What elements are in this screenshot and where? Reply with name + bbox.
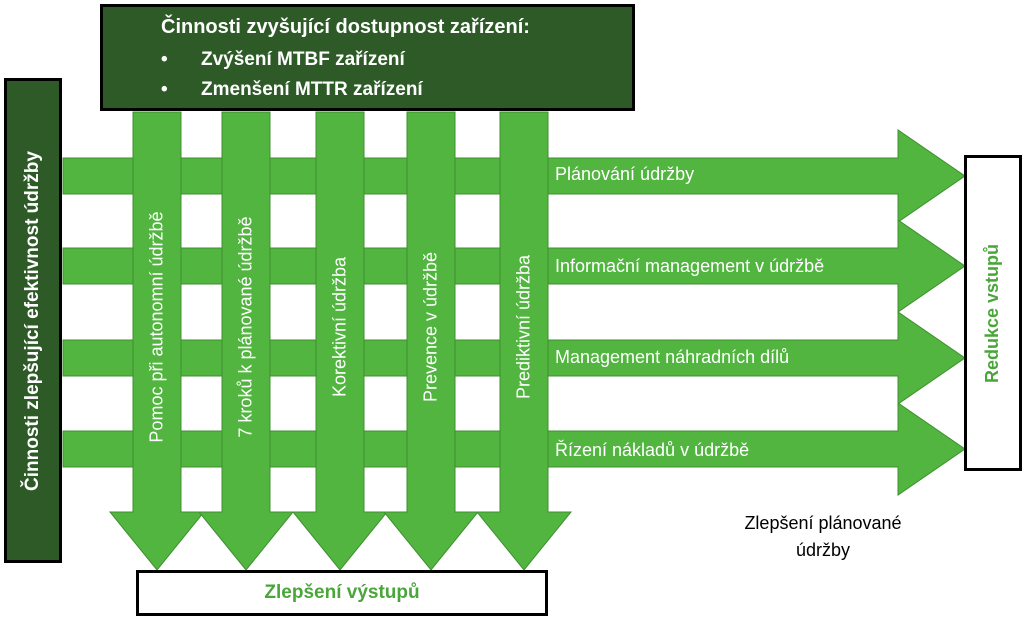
v-arrow-prediktivni-udrzba <box>475 111 573 571</box>
output-improvement-box: Zlepšení výstupů <box>136 570 548 616</box>
availability-activities-box: Činnosti zvyšující dostupnost zařízení: … <box>100 4 635 111</box>
availability-item-mttr: Zmenšení MTTR zařízení <box>161 75 632 105</box>
h-arrow-label-informacni-management: Informační management v údržbě <box>555 256 825 276</box>
h-arrow-label-management-nahradnich-dilu: Management náhradních dílů <box>555 347 790 367</box>
availability-activities-list: Zvýšení MTBF zařízení Zmenšení MTTR zaří… <box>161 45 632 105</box>
efficiency-activities-box: Činnosti zlepšující efektivnost údržby <box>4 78 62 563</box>
h-arrow-label-rizeni-nakladu: Řízení nákladů v údržbě <box>555 440 750 460</box>
h-arrow-label-planovani: Plánování údržby <box>555 164 695 184</box>
planned-maintenance-caption: Zlepšení plánované údržby <box>744 513 902 560</box>
availability-item-mtbf: Zvýšení MTBF zařízení <box>161 45 632 75</box>
v-arrow-label-korektivni-udrzba: Korektivní údržba <box>329 256 350 398</box>
v-arrow-korektivni-udrzba <box>291 111 389 571</box>
v-arrow-label-prediktivni-udrzba: Prediktivní údržba <box>513 254 534 400</box>
v-arrow-label-prevence-v-udrzbe: Prevence v údržbě <box>420 251 441 403</box>
v-arrow-label-pomoc-autonomni-udrzbe: Pomoc při autonomní údržbě <box>146 211 167 443</box>
input-reduction-box: Redukce vstupů <box>964 155 1022 471</box>
input-reduction-label: Redukce vstupů <box>982 243 1003 383</box>
v-arrow-7-kroku <box>197 111 295 571</box>
v-arrow-pomoc-autonomni-udrzbe <box>108 111 206 571</box>
v-arrow-label-7-kroku: 7 kroků k plánované údržbě <box>235 216 256 438</box>
output-improvement-label: Zlepšení výstupů <box>264 582 420 603</box>
availability-activities-title: Činnosti zvyšující dostupnost zařízení: <box>161 16 530 38</box>
efficiency-activities-label: Činnosti zlepšující efektivnost údržby <box>22 150 44 491</box>
v-arrow-prevence-v-udrzbe <box>382 111 480 571</box>
